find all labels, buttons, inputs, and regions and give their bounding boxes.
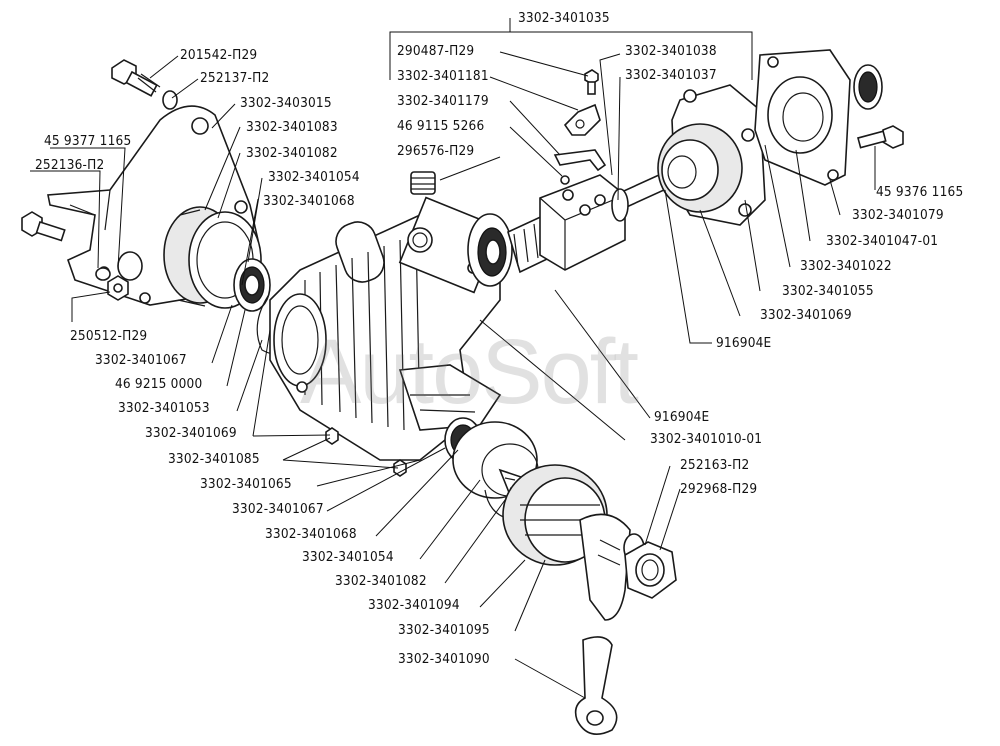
callout-3302-3401038: 3302-3401038 [625, 43, 717, 59]
callout-252136-p2: 252136-П2 [35, 157, 105, 173]
callout-3302-3401010-01: 3302-3401010-01 [650, 431, 763, 447]
callout-3302-3401067-lower: 3302-3401067 [232, 501, 324, 517]
callout-3302-3401055: 3302-3401055 [782, 283, 874, 299]
callout-3302-3401082-upper: 3302-3401082 [246, 145, 338, 161]
washer-252136 [95, 267, 111, 281]
callout-3302-3401068-upper: 3302-3401068 [263, 193, 355, 209]
bolt-201542 [111, 59, 161, 97]
callout-46-9115-5266: 46 9115 5266 [397, 118, 485, 134]
bracket-3401181 [563, 103, 601, 136]
callout-3302-3401085: 3302-3401085 [168, 451, 260, 467]
callout-916904e-right: 916904Е [716, 335, 772, 351]
valve-body [539, 174, 626, 271]
callout-3302-3401054-upper: 3302-3401054 [268, 169, 360, 185]
callout-3302-3401082-lower: 3302-3401082 [335, 573, 427, 589]
nut-250512 [107, 275, 129, 301]
callout-3302-3401090: 3302-3401090 [398, 651, 490, 667]
callout-290487-p29: 290487-П29 [397, 43, 475, 59]
callout-3302-3401094: 3302-3401094 [368, 597, 460, 613]
callout-3302-3401069-left: 3302-3401069 [145, 425, 237, 441]
callout-3302-3401179: 3302-3401179 [397, 93, 489, 109]
steering-gear-housing [269, 196, 502, 461]
callout-916904e-center: 916904Е [654, 409, 710, 425]
ball-46-9115 [560, 175, 570, 185]
callout-45-9376-1165: 45 9376 1165 [876, 184, 964, 200]
leader-lines [30, 18, 876, 699]
callout-3302-3401053: 3302-3401053 [118, 400, 210, 416]
callout-3302-3401037: 3302-3401037 [625, 67, 717, 83]
callout-3302-3401035: 3302-3401035 [518, 10, 610, 26]
fitting-296576 [410, 171, 436, 195]
callout-3302-3401083: 3302-3401083 [246, 119, 338, 135]
callout-3302-3401181: 3302-3401181 [397, 68, 489, 84]
screw-290487 [584, 69, 599, 95]
seal-3401069-mid [467, 213, 513, 287]
callout-3302-3401069-right: 3302-3401069 [760, 307, 852, 323]
boot-upper [657, 123, 743, 213]
washer-252137 [162, 90, 178, 110]
pitman-arm [579, 513, 631, 621]
flange-3401047 [754, 49, 851, 186]
watermark: AutoSoft [300, 321, 639, 423]
bolt-459376 [857, 125, 904, 149]
seal-ring-left [233, 258, 271, 312]
clip-3401179 [553, 149, 607, 172]
callout-3302-3401067-left: 3302-3401067 [95, 352, 187, 368]
callout-46-9215-0000: 46 9215 0000 [115, 376, 203, 392]
callout-3302-3401022: 3302-3401022 [800, 258, 892, 274]
callout-3302-3403015: 3302-3403015 [240, 95, 332, 111]
callout-252163-p2: 252163-П2 [680, 457, 750, 473]
cap-3401079 [853, 64, 883, 110]
callout-3302-3401095: 3302-3401095 [398, 622, 490, 638]
nut-292968 [624, 541, 677, 599]
callout-292968-p29: 292968-П29 [680, 481, 758, 497]
callout-201542-p29: 201542-П29 [180, 47, 258, 63]
callout-3302-3401068-lower: 3302-3401068 [265, 526, 357, 542]
callout-3302-3401047-01: 3302-3401047-01 [826, 233, 939, 249]
drag-link-3401090 [574, 636, 618, 736]
callout-296576-p29: 296576-П29 [397, 143, 475, 159]
bolt-459377 [21, 211, 66, 242]
callout-252137-p2: 252137-П2 [200, 70, 270, 86]
gasket-small [117, 251, 143, 281]
callout-3302-3401065: 3302-3401065 [200, 476, 292, 492]
callout-250512-p29: 250512-П29 [70, 328, 148, 344]
callout-45-9377-1165: 45 9377 1165 [44, 133, 132, 149]
callout-3302-3401054-lower: 3302-3401054 [302, 549, 394, 565]
callout-3302-3401079: 3302-3401079 [852, 207, 944, 223]
